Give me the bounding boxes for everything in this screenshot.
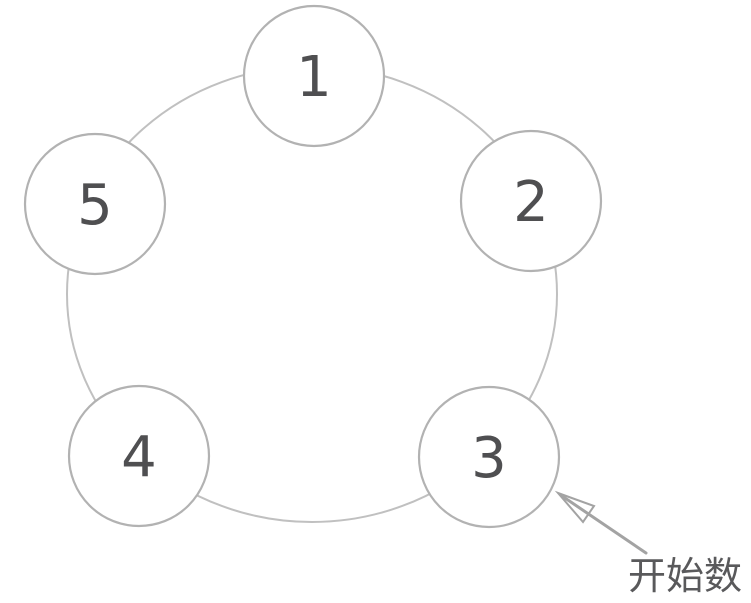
node-3: 3 (417, 385, 561, 529)
arrow-shaft-line (560, 494, 648, 555)
node-4: 4 (67, 384, 211, 528)
node-5: 5 (23, 132, 167, 276)
node-2: 2 (459, 129, 603, 273)
node-1-label: 1 (296, 45, 332, 110)
node-2-label: 2 (513, 170, 549, 235)
node-3-circle (417, 385, 561, 529)
node-2-circle (459, 129, 603, 273)
node-4-label: 4 (121, 425, 157, 490)
node-3-label: 3 (471, 426, 507, 491)
start-annotation-label: 开始数 (628, 554, 742, 598)
node-1-circle (242, 4, 386, 148)
node-5-label: 5 (77, 173, 113, 238)
start-annotation-arrow (554, 490, 648, 555)
arrow-head-icon (554, 490, 596, 524)
node-1: 1 (242, 4, 386, 148)
node-4-circle (67, 384, 211, 528)
node-5-circle (23, 132, 167, 276)
